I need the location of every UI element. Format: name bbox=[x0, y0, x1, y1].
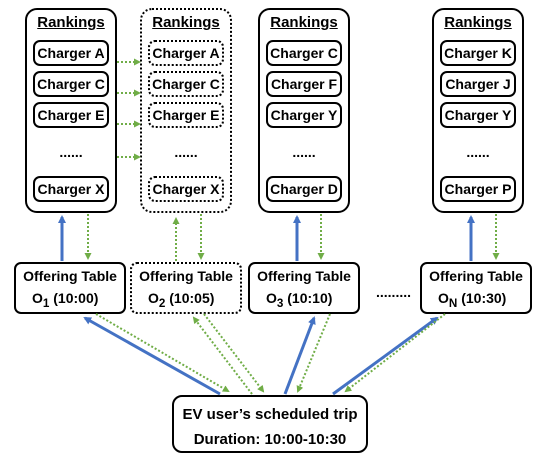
charger-item: Charger C bbox=[33, 71, 109, 97]
offering-id: ON (10:30) bbox=[438, 290, 507, 310]
green-arrow bbox=[296, 313, 331, 393]
trip-title: EV user’s scheduled trip bbox=[182, 406, 358, 423]
charger-item: Charger F bbox=[266, 71, 342, 97]
ellipsis: ...... bbox=[59, 144, 83, 160]
rankings-panel-2: Rankings Charger A Charger C Charger E .… bbox=[140, 8, 232, 213]
green-arrow bbox=[203, 313, 265, 393]
charger-item: Charger J bbox=[440, 71, 516, 97]
charger-item: Charger Y bbox=[440, 102, 516, 128]
charger-item: Charger A bbox=[33, 40, 109, 66]
trip-duration: Duration: 10:00-10:30 bbox=[193, 431, 347, 448]
charger-item: Charger C bbox=[148, 71, 224, 97]
between-ellipsis: ......... bbox=[376, 284, 412, 300]
offering-table-label: Offering Table bbox=[139, 268, 233, 284]
ellipsis: ...... bbox=[466, 144, 490, 160]
offering-table-1: Offering Table O1 (10:00) bbox=[14, 262, 126, 314]
rankings-title: Rankings bbox=[152, 14, 220, 31]
green-arrow bbox=[95, 313, 230, 393]
ev-trip-box: EV user’s scheduled trip Duration: 10:00… bbox=[172, 395, 368, 453]
charger-item: Charger K bbox=[440, 40, 516, 66]
charger-item: Charger Y bbox=[266, 102, 342, 128]
offering-table-3: Offering Table O3 (10:10) bbox=[248, 262, 360, 314]
blue-arrow bbox=[332, 316, 439, 396]
rankings-panel-3: Rankings Charger C Charger F Charger Y .… bbox=[258, 8, 350, 213]
rankings-title: Rankings bbox=[444, 14, 512, 31]
charger-item: Charger C bbox=[266, 40, 342, 66]
rankings-title: Rankings bbox=[270, 14, 338, 31]
rankings-panel-4: Rankings Charger K Charger J Charger Y .… bbox=[432, 8, 524, 213]
charger-item: Charger E bbox=[148, 102, 224, 128]
rankings-title: Rankings bbox=[37, 14, 105, 31]
charger-item: Charger E bbox=[33, 102, 109, 128]
offering-table-label: Offering Table bbox=[23, 268, 117, 284]
charger-item: Charger X bbox=[33, 176, 109, 202]
charger-item: Charger P bbox=[440, 176, 516, 202]
offering-id: O1 (10:00) bbox=[32, 290, 99, 310]
charger-item: Charger A bbox=[148, 40, 224, 66]
offering-id: O2 (10:05) bbox=[148, 290, 215, 310]
ellipsis: ...... bbox=[174, 144, 198, 160]
green-arrow bbox=[344, 313, 446, 393]
charger-item: Charger X bbox=[148, 176, 224, 202]
offering-id: O3 (10:10) bbox=[266, 290, 333, 310]
blue-arrow bbox=[83, 316, 221, 396]
offering-table-label: Offering Table bbox=[257, 268, 351, 284]
ellipsis: ...... bbox=[292, 144, 316, 160]
blue-arrow bbox=[283, 316, 316, 395]
offering-table-2: Offering Table O2 (10:05) bbox=[130, 262, 242, 314]
charger-item: Charger D bbox=[266, 176, 342, 202]
rankings-panel-1: Rankings Charger A Charger C Charger E .… bbox=[25, 8, 117, 213]
offering-table-4: Offering Table ON (10:30) bbox=[420, 262, 532, 314]
offering-table-label: Offering Table bbox=[429, 268, 523, 284]
